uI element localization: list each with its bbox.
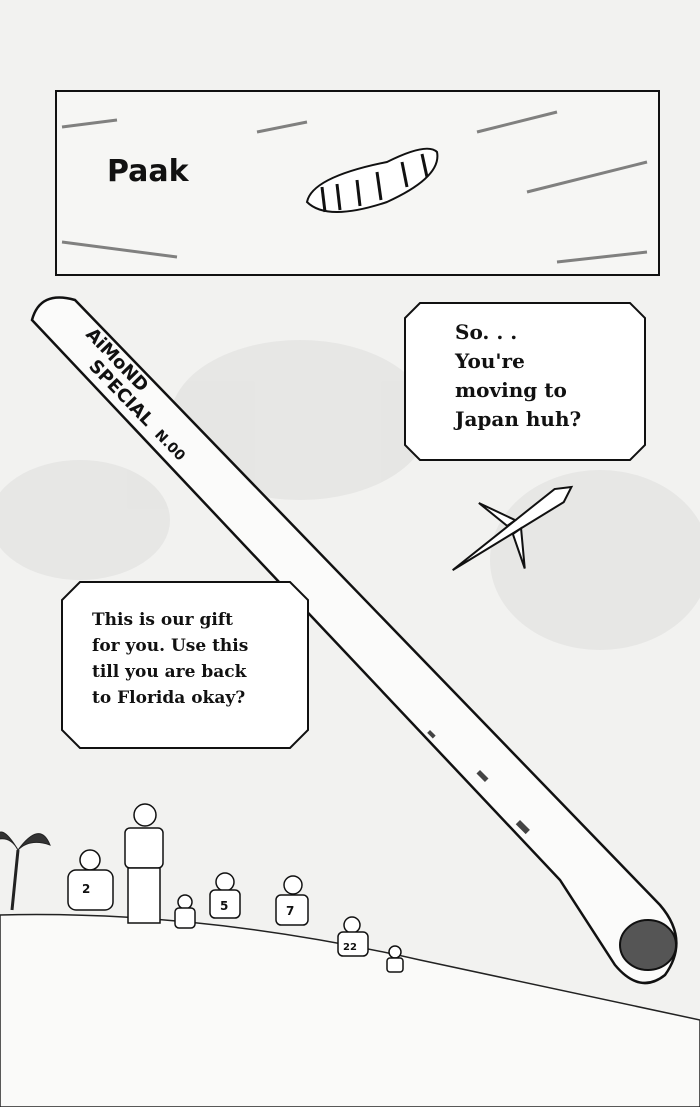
bubble-line: So. . .: [455, 320, 518, 344]
children-group: 2 5 7 22: [67, 803, 404, 973]
bubble-line: This is our gift: [92, 610, 233, 630]
bubble-line: for you. Use this: [92, 636, 249, 656]
ground-hill: [0, 913, 700, 1107]
bubble-line: Japan huh?: [455, 407, 582, 431]
bubble-line: You're: [455, 349, 525, 373]
bubble-line: to Florida okay?: [92, 688, 246, 708]
jersey-number: 2: [82, 882, 90, 896]
jet-plane-icon: [452, 485, 574, 572]
palm-tree-icon: [0, 831, 51, 911]
speech-bubble-question-text: So. . . You're moving to Japan huh?: [455, 318, 635, 434]
sound-effect-text: Paak: [107, 154, 189, 189]
bubble-line: moving to: [455, 378, 567, 402]
flying-sunglasses-icon: [305, 147, 439, 213]
jersey-number: 7: [286, 904, 294, 918]
sky-streaks: [61, 110, 648, 264]
speech-bubble-question: [404, 302, 646, 461]
baseball-bat-icon: [30, 296, 678, 985]
top-panel: Paak: [55, 90, 660, 276]
bubble-line: till you are back: [92, 662, 247, 682]
speech-bubble-gift-text: This is our gift for you. Use this till …: [92, 607, 292, 711]
speech-bubble-gift: [61, 581, 309, 749]
jersey-number: 22: [343, 942, 357, 953]
jersey-number: 5: [220, 899, 228, 913]
